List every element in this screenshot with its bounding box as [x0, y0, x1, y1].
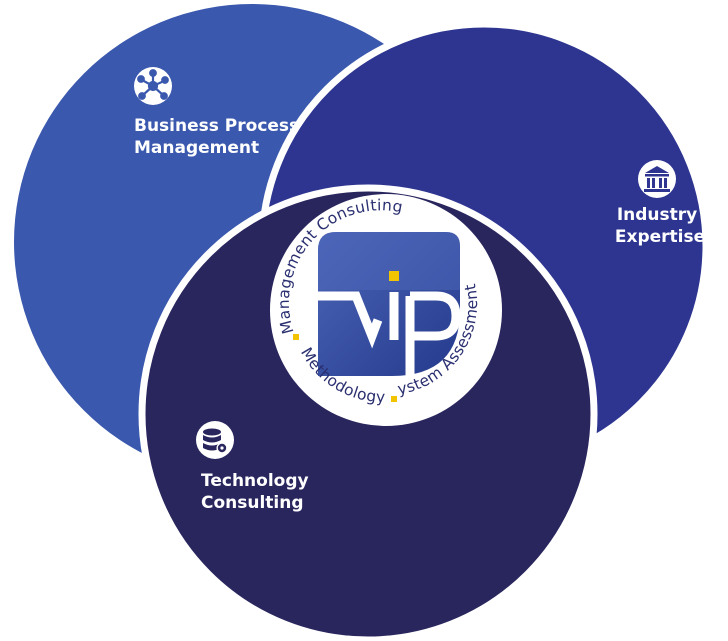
network-nodes-icon	[134, 67, 172, 105]
label-business-process-line2: Management	[134, 138, 259, 158]
label-technology-line1: Technology	[201, 471, 309, 491]
label-industry-expertise: Industry Expertise	[615, 205, 705, 247]
label-industry-line1: Industry	[617, 205, 697, 225]
bank-building-icon	[638, 160, 676, 198]
label-business-process: Business Process Management	[134, 116, 305, 158]
ring-separator-dot-left	[293, 334, 299, 340]
label-technology-consulting: Technology Consulting	[201, 471, 315, 513]
label-business-process-line1: Business Process	[134, 116, 299, 136]
label-technology-line2: Consulting	[201, 493, 304, 513]
ring-separator-dot-bottom	[391, 396, 397, 402]
database-gear-icon	[196, 421, 234, 459]
label-industry-line2: Expertise	[615, 227, 705, 247]
vip-logo: vip	[318, 232, 461, 376]
logo-accent-dot	[389, 271, 399, 281]
